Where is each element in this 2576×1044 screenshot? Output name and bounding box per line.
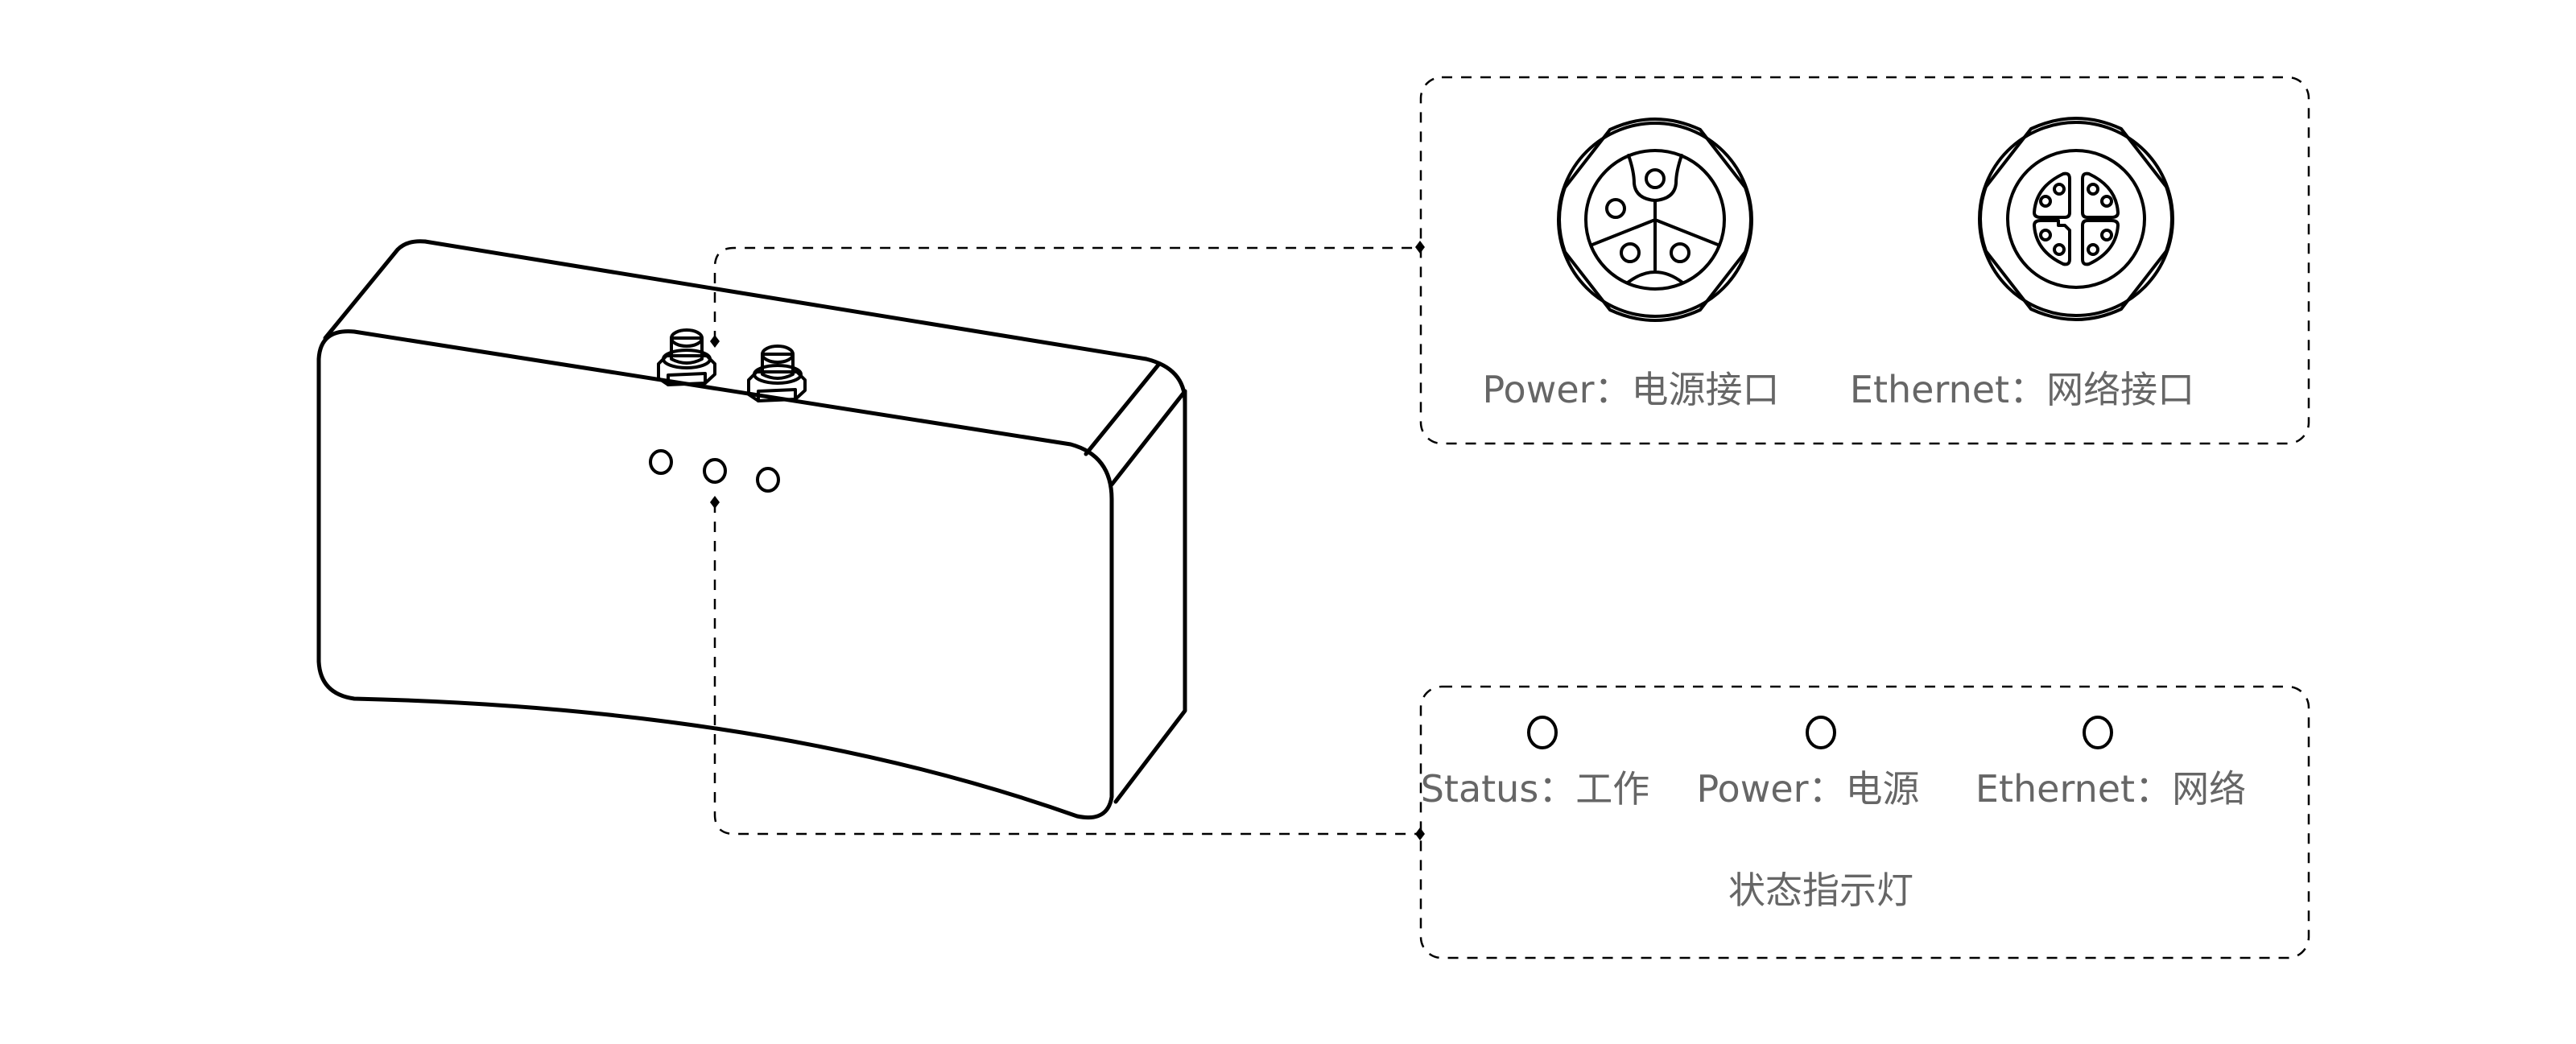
ethernet-led-icon: [2083, 716, 2113, 749]
device-connector-ethernet: [747, 345, 807, 402]
anchor-dot-icon: [710, 335, 720, 348]
power-interface-label: Power：电源接口: [1482, 368, 1779, 411]
device-chamfer-edge: [1109, 389, 1187, 487]
device-connector-power: [657, 328, 716, 386]
ethernet-interface-label: Ethernet：网络接口: [1850, 368, 2194, 411]
device-right-back-edge: [1113, 389, 1187, 804]
status-led-icon: [1527, 716, 1558, 749]
anchor-dot-icon: [710, 496, 720, 509]
indicators-caption: 状态指示灯: [1728, 869, 1913, 912]
interfaces-callout-panel: Power：电源接口 Ethernet：网络接口: [1419, 76, 2310, 445]
power-led-icon: [1806, 716, 1836, 749]
anchor-dot-icon: [1415, 827, 1425, 840]
device-front-face: [316, 329, 1114, 819]
device-top-left-edge: [323, 239, 427, 340]
ethernet-indicator-label: Ethernet：网络: [1975, 767, 2246, 811]
power-connector-icon: [1557, 118, 1753, 322]
status-indicator-label: Status：工作: [1421, 767, 1650, 811]
device-chamfer-edge: [1084, 361, 1162, 456]
led-power-icon: [703, 458, 727, 484]
device-enclosure: [316, 239, 1187, 819]
led-status-icon: [649, 449, 673, 475]
leader-lines: [710, 241, 1425, 840]
ethernet-connector-icon: [1978, 117, 2174, 321]
device-leds: [649, 449, 780, 493]
power-indicator-label: Power：电源: [1696, 767, 1919, 811]
indicators-callout-panel: Status：工作 Power：电源 Ethernet：网络 状态指示灯: [1419, 685, 2310, 959]
led-ethernet-icon: [756, 467, 780, 493]
